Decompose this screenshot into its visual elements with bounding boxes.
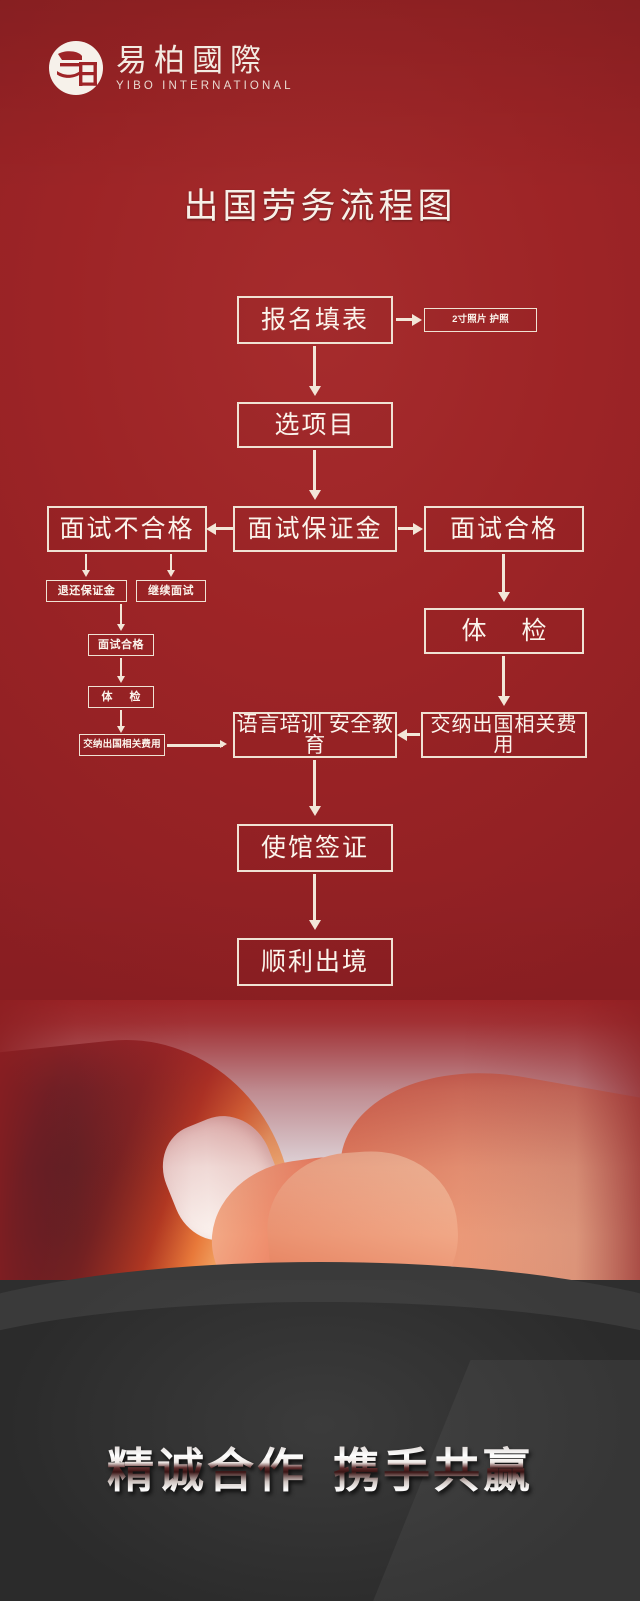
flow-node-medical-exam[interactable]: 体 检	[424, 608, 584, 654]
flow-node-select-project[interactable]: 选项目	[237, 402, 393, 448]
brand-logo: 易柏國際 YIBO INTERNATIONAL	[48, 40, 294, 96]
flow-node-interview-failed[interactable]: 面试不合格	[47, 506, 207, 552]
brand-name-en: YIBO INTERNATIONAL	[116, 80, 294, 93]
flow-node-refund-deposit[interactable]: 退还保证金	[46, 580, 127, 602]
red-background	[0, 0, 640, 1060]
flow-node-interview-passed[interactable]: 面试合格	[424, 506, 584, 552]
flow-node-smooth-departure[interactable]: 顺利出境	[237, 938, 393, 986]
flow-node-interview-deposit[interactable]: 面试保证金	[233, 506, 397, 552]
flow-node-pay-fees-sub[interactable]: 交纳出国相关费用	[79, 734, 165, 756]
flow-node-pay-abroad-fees[interactable]: 交纳出国相关费用	[421, 712, 587, 758]
flow-node-language-safety-training[interactable]: 语言培训 安全教育	[233, 712, 397, 758]
yibo-circle-monogram-icon	[48, 40, 104, 96]
flow-node-medical-exam-sub[interactable]: 体 检	[88, 686, 154, 708]
slogan-part-2: 携手共赢	[333, 1444, 533, 1497]
footer-vignette	[0, 1280, 640, 1601]
flow-node-signup-form[interactable]: 报名填表	[237, 296, 393, 344]
flow-node-interview-passed-sub[interactable]: 面试合格	[88, 634, 154, 656]
flow-node-continue-interview[interactable]: 继续面试	[136, 580, 206, 602]
flow-node-embassy-visa[interactable]: 使馆签证	[237, 824, 393, 872]
brand-name-cn: 易柏國際	[116, 42, 268, 78]
flow-node-photo-passport[interactable]: 2寸照片 护照	[424, 308, 537, 332]
slogan-part-1: 精诚合作	[107, 1444, 307, 1497]
footer-slogan: 精诚合作携手共赢	[0, 1432, 640, 1501]
page-title: 出国劳务流程图	[183, 187, 457, 226]
